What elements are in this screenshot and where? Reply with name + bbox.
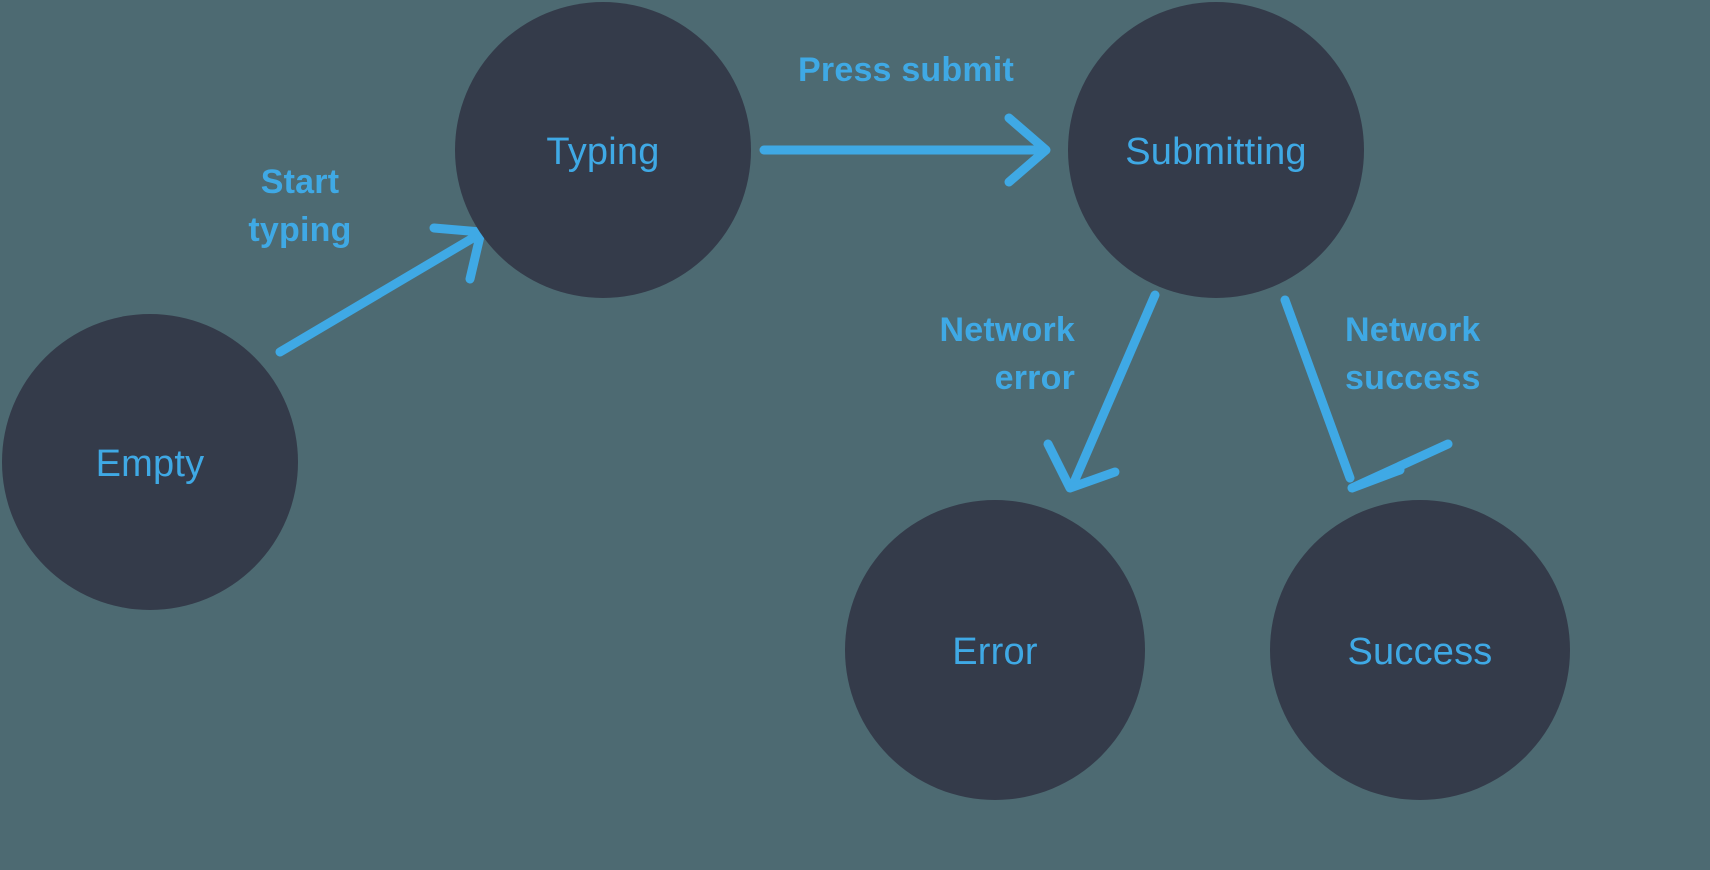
edge-label-line: Press submit: [798, 51, 1014, 89]
state-node-typing[interactable]: Typing: [455, 2, 751, 298]
edge-label-network-error: Network error: [939, 311, 1075, 397]
edge-label-line: Network: [1345, 311, 1481, 349]
edge-press-submit: Press submit: [759, 51, 1051, 187]
state-circle-success[interactable]: [1270, 500, 1570, 800]
arrowhead-icon-network-success: [1347, 439, 1453, 493]
edge-label-line: typing: [248, 211, 351, 249]
state-node-empty[interactable]: Empty: [2, 314, 298, 610]
edge-network-success: Network success: [1280, 295, 1481, 493]
arrowhead-icon-network-error: [1043, 439, 1120, 493]
edge-line-network-error: [1070, 290, 1160, 485]
edge-label-start-typing: Start typing: [248, 163, 351, 249]
arrowhead-icon-press-submit: [1004, 113, 1051, 187]
state-label-submitting: Submitting: [1125, 131, 1307, 173]
state-node-success[interactable]: Success: [1270, 500, 1570, 800]
edge-label-press-submit: Press submit: [798, 51, 1014, 89]
state-label-error: Error: [952, 631, 1038, 673]
state-label-success: Success: [1347, 631, 1492, 673]
edge-network-error: Network error: [939, 290, 1160, 493]
edge-start-typing: Start typing: [248, 163, 486, 357]
edge-label-network-success: Network success: [1345, 311, 1481, 397]
state-circle-empty[interactable]: [2, 314, 298, 610]
state-label-typing: Typing: [546, 131, 659, 173]
state-node-error[interactable]: Error: [845, 500, 1145, 800]
state-circle-error[interactable]: [845, 500, 1145, 800]
edge-label-line: success: [1345, 359, 1481, 397]
edge-line-start-typing: [275, 230, 483, 357]
edge-label-line: error: [995, 359, 1075, 397]
state-node-submitting[interactable]: Submitting: [1068, 2, 1364, 298]
state-label-empty: Empty: [96, 443, 205, 485]
state-circle-submitting[interactable]: [1068, 2, 1364, 298]
edge-label-line: Start: [261, 163, 339, 201]
edge-label-line: Network: [939, 311, 1075, 349]
state-circle-typing[interactable]: [455, 2, 751, 298]
edge-line-network-success: [1280, 295, 1355, 483]
